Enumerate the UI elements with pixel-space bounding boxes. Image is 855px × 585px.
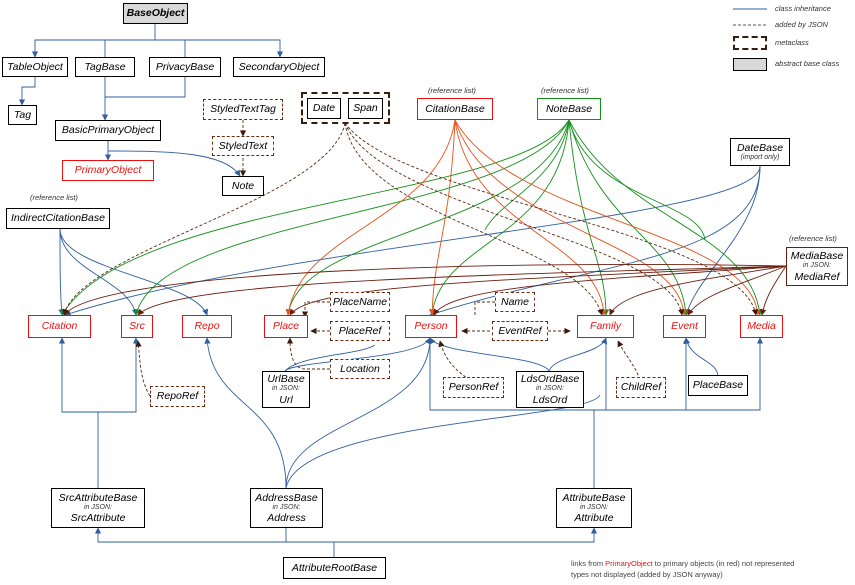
node-place-name[interactable]: PlaceName (330, 292, 390, 312)
node-tag-base[interactable]: TagBase (75, 57, 135, 77)
legend-metaclass-swatch (733, 36, 767, 50)
node-tag[interactable]: Tag (8, 105, 37, 125)
node-basic-primary-object[interactable]: BasicPrimaryObject (55, 120, 161, 141)
node-location[interactable]: Location (330, 359, 390, 379)
legend-metaclass: metaclass (775, 38, 809, 47)
node-styled-text[interactable]: StyledText (212, 136, 274, 156)
node-event-ref[interactable]: EventRef (492, 321, 548, 341)
node-date-base[interactable]: DateBase(import only) (730, 138, 790, 166)
legend-inheritance: class inheritance (775, 4, 831, 13)
node-styled-text-tag[interactable]: StyledTextTag (203, 99, 283, 120)
node-note[interactable]: Note (222, 176, 264, 196)
footnote-links: links from PrimaryObject to primary obje… (571, 559, 795, 568)
node-secondary-object[interactable]: SecondaryObject (233, 57, 325, 77)
node-span[interactable]: Span (348, 98, 383, 119)
legend-json: added by JSON (775, 20, 828, 29)
node-attribute-root-base[interactable]: AttributeRootBase (283, 557, 386, 579)
node-place-ref[interactable]: PlaceRef (330, 321, 390, 341)
tag-reference-list: (reference list) (541, 86, 589, 95)
node-person-ref[interactable]: PersonRef (443, 377, 504, 398)
node-src[interactable]: Src (121, 315, 153, 338)
node-date[interactable]: Date (307, 98, 341, 119)
node-event[interactable]: Event (663, 315, 706, 338)
legend-abstract: abstract base class (775, 59, 840, 68)
node-table-object[interactable]: TableObject (2, 57, 68, 77)
node-repo[interactable]: Repo (182, 315, 232, 338)
notebase-edges (61, 119, 763, 316)
node-repo-ref[interactable]: RepoRef (150, 386, 205, 407)
node-place[interactable]: Place (264, 315, 308, 338)
footnote-primary-object: PrimaryObject (605, 559, 653, 568)
mediabase-edges (63, 263, 787, 316)
node-place-base[interactable]: PlaceBase (688, 375, 748, 396)
tag-reference-list: (reference list) (789, 234, 837, 243)
node-family[interactable]: Family (577, 315, 634, 338)
node-privacy-base[interactable]: PrivacyBase (149, 57, 221, 77)
node-indirect-citation-base[interactable]: IndirectCitationBase (6, 208, 110, 229)
node-media[interactable]: Media (740, 315, 783, 338)
legend-abstract-swatch (733, 58, 767, 71)
node-base-object[interactable]: BaseObject (123, 3, 188, 24)
node-citation-base[interactable]: CitationBase (417, 98, 493, 120)
legend-swatches (733, 8, 767, 26)
node-person[interactable]: Person (405, 315, 457, 338)
node-child-ref[interactable]: ChildRef (616, 377, 666, 398)
footnote-types: types not displayed (added by JSON anywa… (571, 570, 723, 579)
node-name[interactable]: Name (495, 292, 535, 312)
json-edges (62, 120, 759, 397)
node-note-base[interactable]: NoteBase (537, 98, 601, 120)
tag-reference-list: (reference list) (30, 193, 78, 202)
tag-reference-list: (reference list) (428, 86, 476, 95)
node-primary-object[interactable]: PrimaryObject (62, 160, 154, 181)
node-citation[interactable]: Citation (28, 315, 91, 338)
citationbase-edges (285, 119, 761, 316)
